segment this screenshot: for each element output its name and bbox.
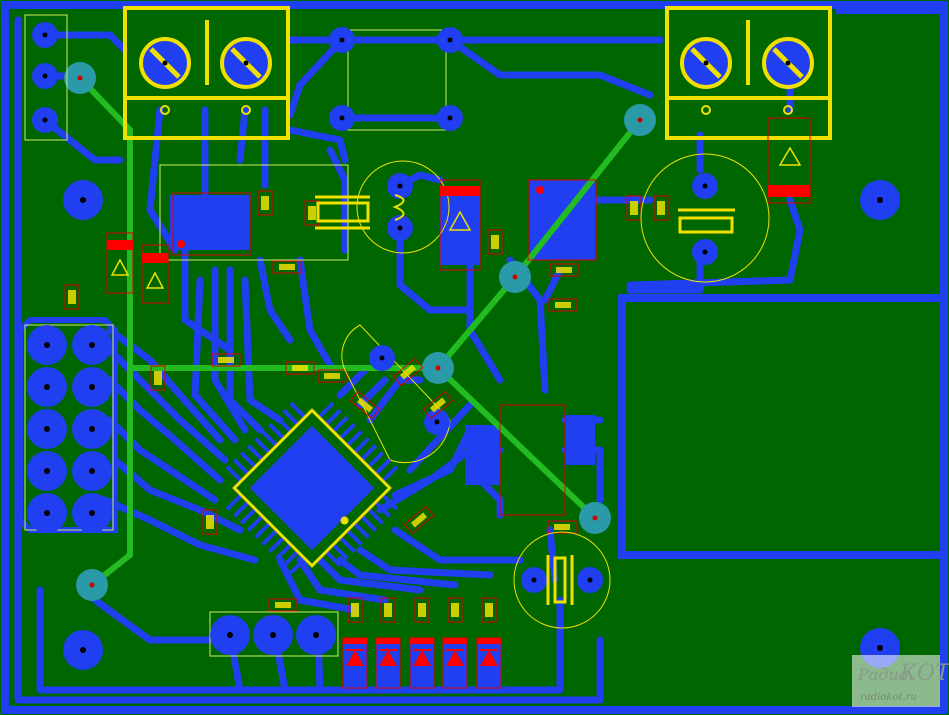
watermark-brand-suffix: КОТ [899, 661, 949, 686]
diode-right [767, 117, 811, 204]
crystal-main [315, 160, 450, 254]
pushbutton [329, 27, 463, 131]
cap-right [640, 153, 770, 283]
header-bottom [209, 611, 339, 657]
watermark-url: radiokot.ru [860, 692, 917, 703]
diodes-left [64, 232, 169, 310]
terminal-block-left [123, 6, 290, 140]
copper-pad-block-2 [565, 415, 595, 465]
terminal-block-right [665, 6, 832, 140]
ground-pour [618, 294, 948, 559]
copper-pad-block [465, 425, 500, 485]
regulator-right [527, 179, 669, 312]
diode-center [439, 179, 503, 271]
header-top-left [24, 14, 68, 141]
upper-pour-outline [836, 6, 948, 298]
regulator-left [159, 164, 349, 274]
watermark-brand-prefix: Радио [857, 665, 908, 684]
crystal-oval [341, 324, 454, 535]
smd-block-right [499, 404, 566, 516]
header-left [17, 317, 118, 533]
watermark-logo: Радио КОТ radiokot.ru [852, 655, 949, 707]
crystal-bottom [513, 531, 611, 629]
